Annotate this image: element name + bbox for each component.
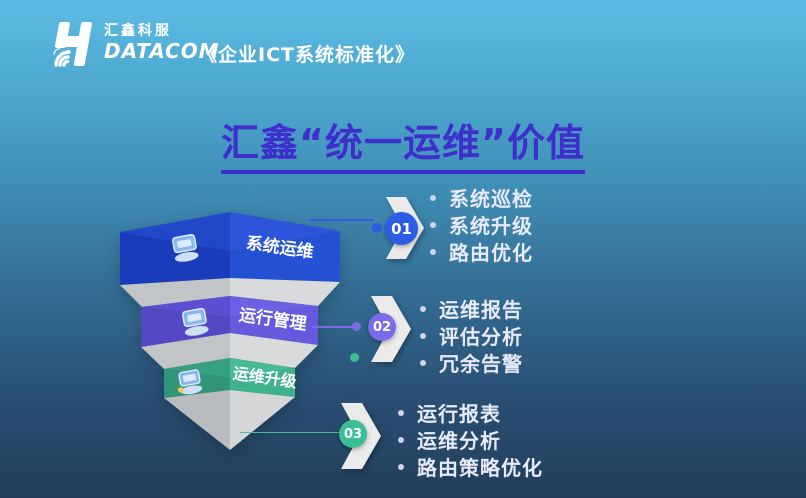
list-item-text: 评估分析 (439, 325, 523, 349)
bullet-icon (398, 463, 404, 470)
step-list-1: 系统巡检 系统升级 路由优化 (430, 184, 533, 265)
list-item-text: 路由优化 (449, 241, 533, 265)
connector-line-3 (240, 432, 340, 433)
list-item-text: 运行报表 (417, 402, 501, 426)
list-item: 冗余告警 (420, 349, 523, 376)
bullet-icon (420, 305, 426, 312)
funnel-inner-band-1 (120, 278, 230, 307)
list-item: 系统升级 (430, 211, 533, 238)
logo-english-name: DATACOM (104, 39, 220, 63)
step-number-badge-1: 01 (385, 212, 418, 245)
step-number-badge-2: 02 (368, 313, 396, 341)
bullet-icon (398, 436, 404, 443)
list-item-text: 系统巡检 (449, 187, 533, 211)
connector-line-1 (309, 219, 374, 221)
list-item: 运维报告 (420, 295, 523, 322)
bullet-icon (430, 194, 436, 201)
step-list-2: 运维报告 评估分析 冗余告警 (420, 295, 523, 376)
server-3d-icon (181, 307, 209, 336)
list-item: 路由优化 (430, 238, 533, 265)
step-number-badge-3: 03 (339, 420, 367, 448)
slide-title: 汇鑫“统一运维”价值 (221, 112, 585, 174)
list-item-text: 运维报告 (439, 298, 523, 322)
connector-dot-2 (352, 322, 361, 331)
funnel-inner-band-2 (141, 333, 230, 369)
funnel-layer-ops-upgrade: 运维升级 (164, 358, 299, 398)
folder-3d-icon (177, 369, 203, 395)
monitor-3d-icon (171, 233, 199, 262)
bullet-icon (398, 409, 404, 416)
datacom-logo-icon (53, 22, 92, 67)
funnel-inner-band-2 (230, 333, 318, 368)
logo-text-block: 汇鑫科服 DATACOM (104, 24, 220, 61)
funnel-layer-system-ops: 系统运维 (120, 212, 340, 285)
funnel-layer-operation-mgmt: 运行管理 (141, 296, 318, 347)
list-item: 运行报表 (398, 399, 543, 426)
bullet-icon (430, 221, 436, 228)
course-title: 《企业ICT系统标准化》 (198, 44, 415, 66)
funnel-bottom-pyramid (164, 390, 230, 450)
step-list-3: 运行报表 运维分析 路由策略优化 (398, 399, 543, 480)
connector-dot-1 (372, 223, 382, 233)
list-item-text: 路由策略优化 (417, 456, 543, 480)
decorative-teal-dot (350, 353, 359, 362)
bullet-icon (420, 359, 426, 366)
bullet-icon (430, 248, 436, 255)
funnel-bottom-pyramid (230, 390, 295, 450)
list-item-text: 系统升级 (449, 214, 533, 238)
bullet-icon (420, 332, 426, 339)
list-item: 系统巡检 (430, 184, 533, 211)
logo-chinese-name: 汇鑫科服 (104, 23, 172, 39)
connector-line-2 (312, 326, 354, 328)
funnel-diagram: 系统运维 运行管理 (120, 212, 340, 450)
list-item-text: 冗余告警 (439, 352, 523, 376)
list-item: 路由策略优化 (398, 453, 543, 480)
list-item-text: 运维分析 (417, 429, 501, 453)
funnel-inner-band-1 (230, 278, 340, 306)
list-item: 评估分析 (420, 322, 523, 349)
list-item: 运维分析 (398, 426, 543, 453)
